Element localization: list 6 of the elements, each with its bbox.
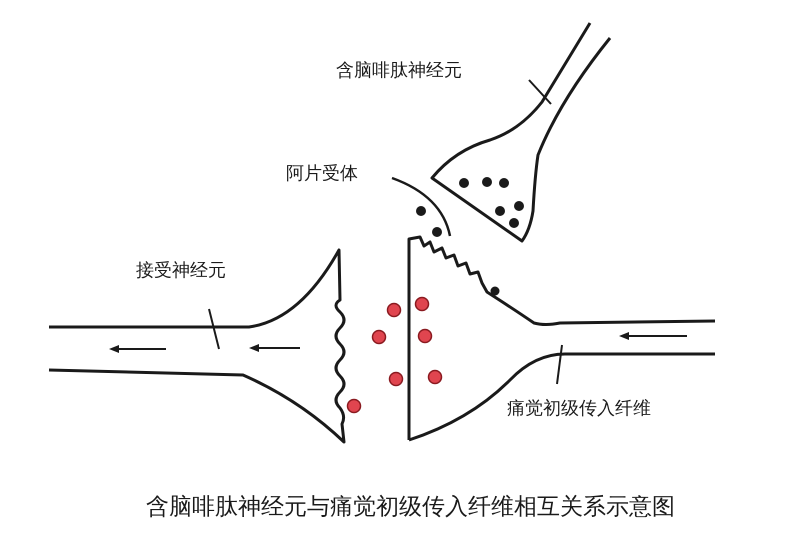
structure-label: 含脑啡肽神经元 bbox=[336, 61, 462, 81]
figure-caption: 含脑啡肽神经元与痛觉初级传入纤维相互关系示意图 bbox=[146, 494, 675, 522]
structure-label: 痛觉初级传入纤维 bbox=[507, 399, 651, 419]
leader-line bbox=[392, 176, 452, 236]
receptor-label: 阿片受体 bbox=[286, 164, 359, 184]
structure-label: 接受神经元 bbox=[136, 261, 226, 281]
